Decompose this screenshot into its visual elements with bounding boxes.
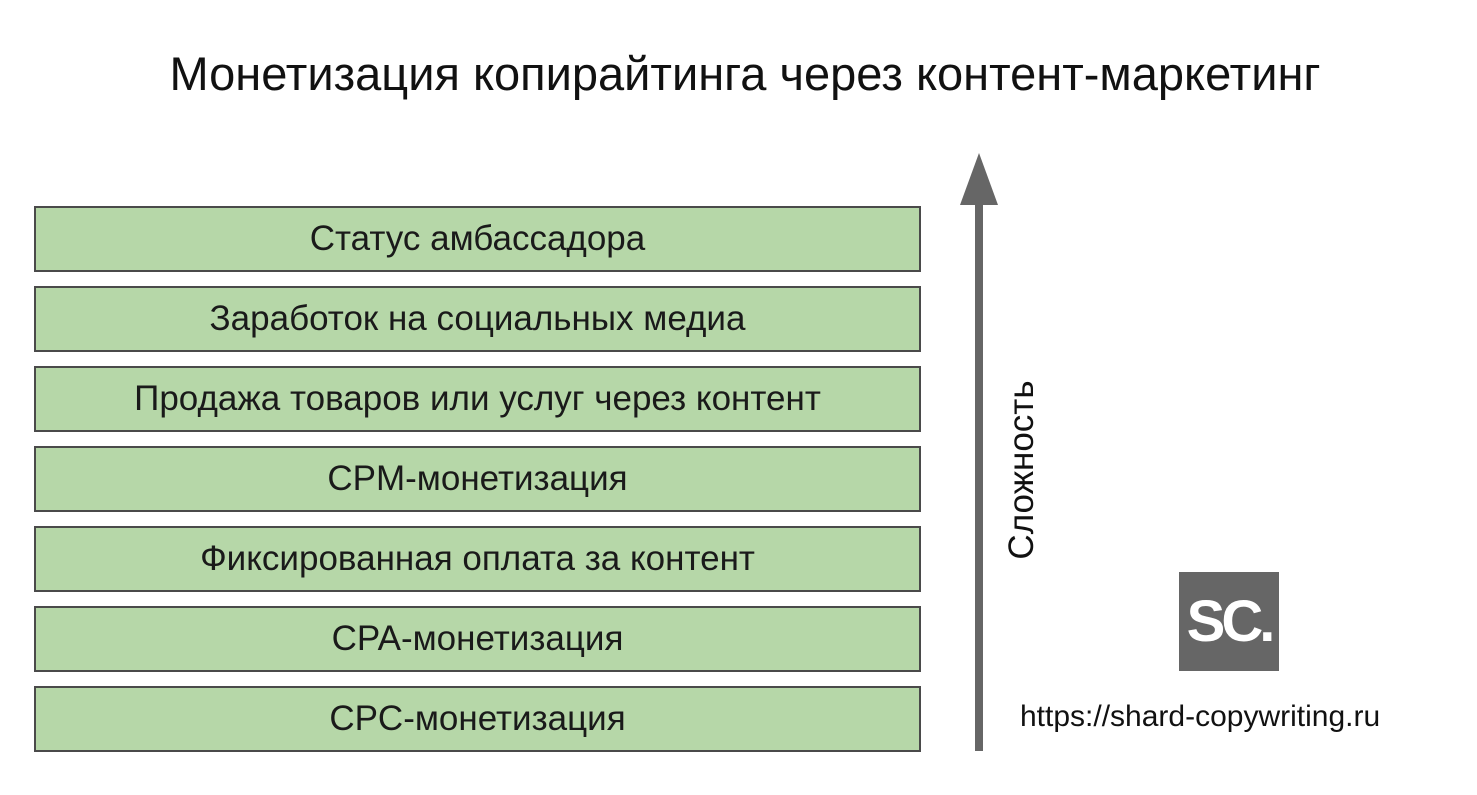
level-box-social-media: Заработок на социальных медиа — [34, 286, 921, 352]
level-box-fixed-payment: Фиксированная оплата за контент — [34, 526, 921, 592]
level-label: Фиксированная оплата за контент — [200, 539, 755, 578]
diagram-title: Монетизация копирайтинга через контент-м… — [169, 47, 1321, 100]
logo-text: SC. — [1186, 588, 1276, 654]
level-box-sales-via-content: Продажа товаров или услуг через контент — [34, 366, 921, 432]
complexity-axis-line — [975, 195, 983, 751]
level-label: CPC-монетизация — [329, 699, 626, 738]
monetization-levels: Статус амбассадора Заработок на социальн… — [34, 206, 921, 766]
site-logo: SC. — [1179, 572, 1279, 671]
level-label: Заработок на социальных медиа — [209, 299, 746, 338]
level-label: Статус амбассадора — [309, 219, 646, 258]
level-box-cpa: CPA-монетизация — [34, 606, 921, 672]
complexity-axis-label: Сложность — [1002, 380, 1041, 560]
level-box-cpm: CPM-монетизация — [34, 446, 921, 512]
level-box-ambassador: Статус амбассадора — [34, 206, 921, 272]
level-label: Продажа товаров или услуг через контент — [134, 379, 821, 418]
site-url: https://shard-copywriting.ru — [1020, 700, 1381, 733]
level-label: CPA-монетизация — [331, 619, 624, 658]
level-box-cpc: CPC-монетизация — [34, 686, 921, 752]
level-label: CPM-монетизация — [327, 459, 628, 498]
